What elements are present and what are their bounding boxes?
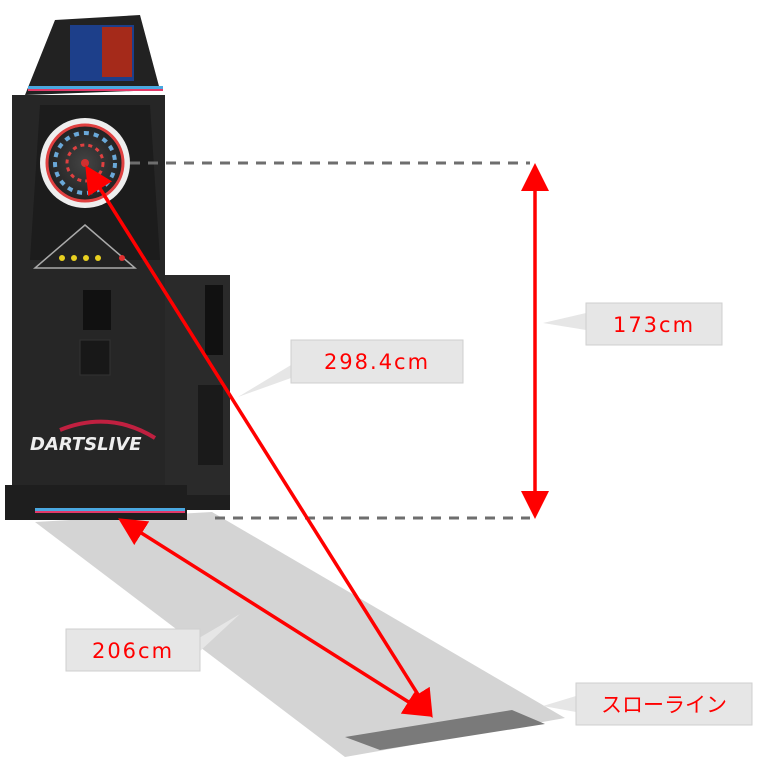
callout-height: 173cm [543,302,723,346]
floor-label: 206cm [92,639,174,663]
floor-arrow [118,518,432,717]
throw-line-mark [345,710,545,750]
diagonal-label: 298.4cm [324,350,430,374]
callout-throw-line: スローライン [543,682,753,726]
throw-line-label: スローライン [601,693,727,717]
callout-diagonal: 298.4cm [238,339,464,397]
height-label: 173cm [613,313,695,337]
callout-floor: 206cm [65,614,240,672]
dartslive-logo: DARTSLIVE [30,434,142,455]
dart-machine: DARTSLIVE [5,15,230,520]
